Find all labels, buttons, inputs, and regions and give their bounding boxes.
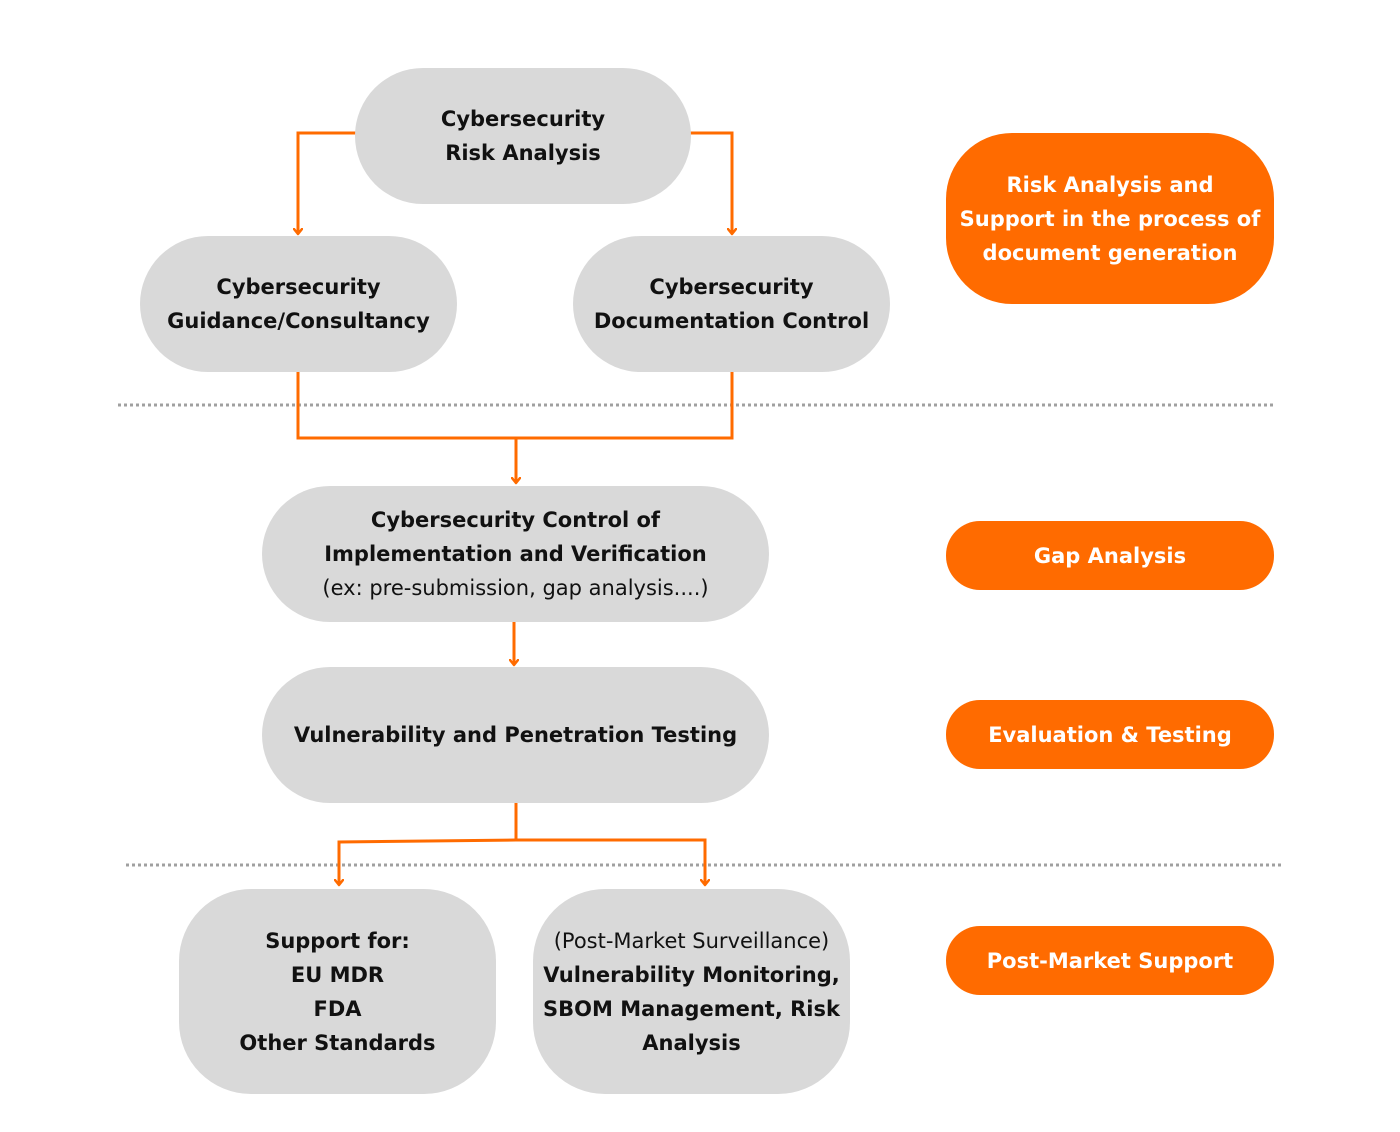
stage-label-line: Evaluation & Testing [988,722,1232,747]
node-label-line: Documentation Control [593,309,870,333]
node-label-line: Vulnerability and Penetration Testing [293,723,738,747]
node-note: (Post-Market Surveillance) [553,928,830,953]
node-support-standards: Support for: EU MDR FDA Other Standards [179,889,496,1094]
stage-label-line: document generation [982,240,1238,265]
node-label-line: Vulnerability Monitoring, [543,962,840,987]
arrow-branch-to-support [339,838,517,885]
node-post-market-surveillance: (Post-Market Surveillance) Vulnerability… [533,889,850,1094]
node-label-line: Cybersecurity [649,275,814,299]
node-label-line: Implementation and Verification [324,542,707,566]
node-label-line: Risk Analysis [445,141,601,165]
stage-label-line: Gap Analysis [1033,543,1187,568]
connector-documentation-to-join [516,372,734,440]
node-label-line: Guidance/Consultancy [167,309,430,333]
node-vulnerability-testing: Vulnerability and Penetration Testing [262,667,769,803]
stage-label-line: Support in the process of [959,206,1261,231]
node-label-line: Cybersecurity [440,107,606,131]
node-label-line: SBOM Management, Risk [543,996,840,1021]
node-label-line: Analysis [642,1030,741,1055]
node-label-line: Support for: [265,928,410,953]
node-label-line: Cybersecurity Control of [370,508,661,532]
node-label-line: Cybersecurity [216,275,381,299]
node-label-line: EU MDR [290,962,385,987]
stage-post-market-support: Post-Market Support [946,926,1274,995]
stage-label-line: Risk Analysis and [1006,172,1214,197]
node-guidance-consultancy: Cybersecurity Guidance/Consultancy [140,236,457,372]
node-note: (ex: pre-submission, gap analysis....) [322,576,709,600]
node-control-implementation: Cybersecurity Control of Implementation … [262,486,769,622]
stage-risk-analysis: Risk Analysis and Support in the process… [946,133,1274,304]
stage-gap-analysis: Gap Analysis [946,521,1274,590]
stage-label-line: Post-Market Support [986,948,1234,973]
stage-evaluation-testing: Evaluation & Testing [946,700,1274,769]
node-label-line: FDA [313,996,362,1021]
arrow-branch-to-post-market [516,838,705,885]
node-risk-analysis: Cybersecurity Risk Analysis [355,68,691,204]
arrow-risk-to-documentation [690,131,732,234]
arrow-risk-to-guidance [298,131,356,234]
node-documentation-control: Cybersecurity Documentation Control [573,236,890,372]
node-label-line: Other Standards [239,1030,436,1055]
connector-guidance-to-join [296,372,516,440]
